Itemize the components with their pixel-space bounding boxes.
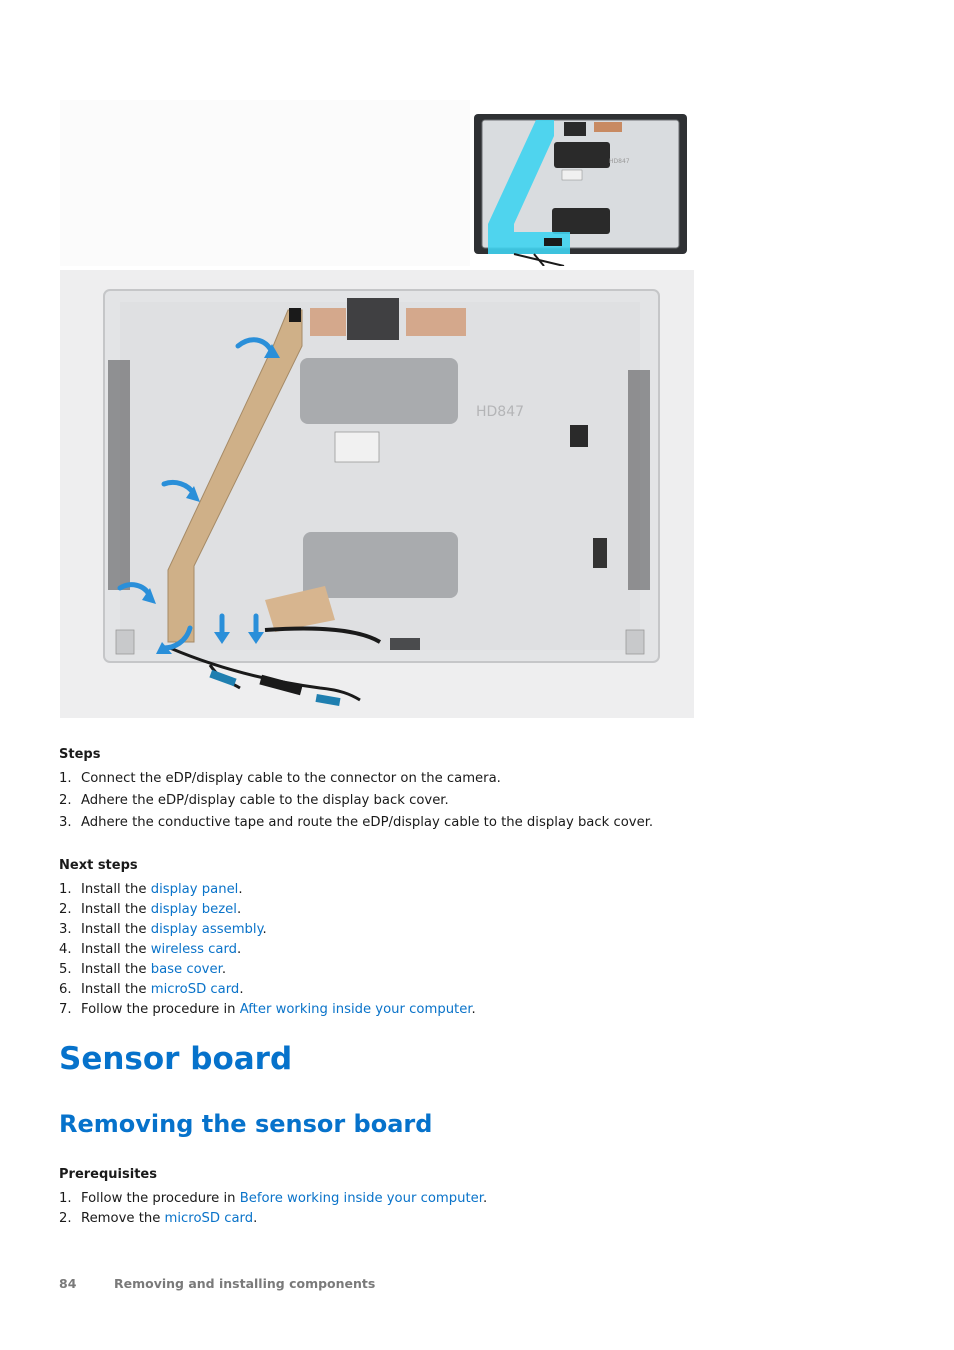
step-number: 7.: [59, 1002, 72, 1017]
microsd-card-link[interactable]: microSD card: [164, 1211, 254, 1226]
step-text: Install the: [81, 982, 151, 997]
step-number: 2.: [59, 902, 72, 917]
list-item: 7. Follow the procedure in After working …: [59, 1000, 859, 1020]
page-number: 84: [59, 1276, 77, 1291]
display-panel-link[interactable]: display panel: [150, 882, 239, 897]
steps-heading: Steps: [59, 747, 101, 762]
step-number: 1.: [59, 771, 72, 786]
next-steps-heading: Next steps: [59, 858, 138, 873]
prerequisites-list: 1. Follow the procedure in Before working…: [59, 1189, 859, 1229]
step-text: Install the: [81, 922, 151, 937]
step-number: 4.: [59, 942, 72, 957]
display-assembly-link[interactable]: display assembly: [150, 922, 263, 937]
svg-text:HD847: HD847: [476, 404, 524, 420]
step-number: 2.: [59, 793, 72, 808]
step-text: Remove the: [81, 1211, 165, 1226]
prerequisites-heading: Prerequisites: [59, 1167, 157, 1182]
step-text: Connect the eDP/display cable to the con…: [81, 771, 501, 786]
base-cover-link[interactable]: base cover: [150, 962, 222, 977]
step-number: 3.: [59, 922, 72, 937]
list-item: 3. Adhere the conductive tape and route t…: [59, 813, 859, 833]
display-cable-routing-image: HD847: [60, 270, 694, 718]
step-text: Adhere the eDP/display cable to the disp…: [81, 793, 449, 808]
step-number: 5.: [59, 962, 72, 977]
figure-background: [60, 100, 470, 266]
punctuation: .: [237, 942, 242, 957]
list-item: 1. Install the display panel.: [59, 880, 859, 900]
step-text: Adhere the conductive tape and route the…: [81, 815, 654, 830]
next-steps-list: 1. Install the display panel. 2. Install t…: [59, 880, 859, 1020]
after-working-inside-link[interactable]: After working inside your computer: [239, 1002, 472, 1017]
list-item: 6. Install the microSD card.: [59, 980, 859, 1000]
step-number: 2.: [59, 1211, 72, 1226]
punctuation: .: [483, 1191, 488, 1206]
punctuation: .: [471, 1002, 476, 1017]
steps-list: 1. Connect the eDP/display cable to the c…: [59, 769, 859, 833]
wireless-card-link[interactable]: wireless card: [150, 942, 238, 957]
list-item: 4. Install the wireless card.: [59, 940, 859, 960]
before-working-inside-link[interactable]: Before working inside your computer: [239, 1191, 483, 1206]
step-number: 6.: [59, 982, 72, 997]
section-title: Sensor board: [59, 1041, 293, 1077]
step-text: Install the: [81, 942, 151, 957]
list-item: 2. Remove the microSD card.: [59, 1209, 859, 1229]
display-bezel-link[interactable]: display bezel: [150, 902, 237, 917]
inset-label: HD847: [609, 158, 630, 165]
step-text: Install the: [81, 902, 151, 917]
punctuation: .: [262, 922, 267, 937]
step-text: Follow the procedure in: [81, 1191, 240, 1206]
step-number: 3.: [59, 815, 72, 830]
list-item: 2. Adhere the eDP/display cable to the di…: [59, 791, 859, 811]
step-number: 1.: [59, 882, 72, 897]
list-item: 1. Connect the eDP/display cable to the c…: [59, 769, 859, 789]
list-item: 5. Install the base cover.: [59, 960, 859, 980]
step-text: Follow the procedure in: [81, 1002, 240, 1017]
subsection-title: Removing the sensor board: [59, 1110, 433, 1138]
punctuation: .: [236, 902, 242, 917]
step-text: Install the: [81, 882, 151, 897]
punctuation: .: [238, 882, 243, 897]
display-back-cover-inset-image: HD847: [474, 114, 687, 266]
microsd-card-link[interactable]: microSD card: [150, 982, 240, 997]
punctuation: .: [221, 962, 227, 977]
punctuation: .: [253, 1211, 258, 1226]
step-text: Install the: [81, 962, 151, 977]
list-item: 3. Install the display assembly.: [59, 920, 859, 940]
list-item: 1. Follow the procedure in Before working…: [59, 1189, 859, 1209]
list-item: 2. Install the display bezel.: [59, 900, 859, 920]
step-number: 1.: [59, 1191, 72, 1206]
punctuation: .: [239, 982, 244, 997]
footer-chapter: Removing and installing components: [114, 1276, 376, 1291]
